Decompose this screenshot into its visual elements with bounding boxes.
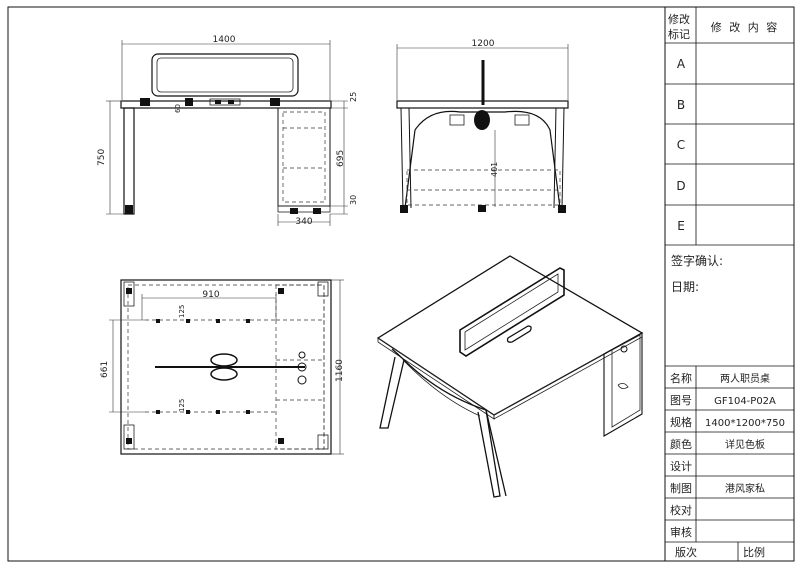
dim-front-foot: 30	[349, 195, 358, 205]
field-label-spec: 规格	[670, 415, 692, 429]
revision-content-header: 修 改 内 容	[711, 20, 780, 34]
isometric-view	[376, 255, 644, 498]
field-label-drawing-no: 图号	[670, 394, 692, 407]
dim-front-width: 1400	[213, 35, 236, 45]
revision-row-a: A	[677, 57, 686, 71]
dim-top-total: 1160	[335, 359, 345, 382]
field-label-check: 校对	[670, 503, 692, 517]
dim-top-width: 910	[202, 290, 219, 300]
field-label-review: 审核	[670, 525, 692, 539]
dim-side-width: 1200	[472, 39, 495, 49]
desk-top-plan	[120, 279, 332, 455]
screen-panel	[151, 53, 299, 97]
top-view: 910 125 125 661 1160	[100, 279, 345, 455]
dim-front-cabinet: 695	[336, 150, 346, 167]
dim-front-panel-gap: 60	[174, 104, 182, 113]
dim-front-top: 25	[349, 92, 358, 102]
field-value-drawing-no: GF104-P02A	[714, 396, 776, 407]
dim-front-height: 750	[97, 149, 107, 166]
field-value-drafter: 港风家私	[725, 482, 765, 495]
field-label-design: 设计	[670, 460, 692, 473]
revision-row-d: D	[676, 179, 685, 193]
revision-row-e: E	[677, 219, 685, 233]
date-label: 日期:	[671, 280, 699, 294]
desk-top-front	[120, 100, 332, 109]
dim-top-gap-2: 125	[178, 399, 186, 412]
revision-header-line2: 标记	[668, 27, 690, 41]
desk-top-side	[396, 100, 569, 109]
iso-screen	[459, 267, 565, 357]
side-view: 1200 401	[396, 39, 569, 213]
field-value-color: 详见色板	[725, 438, 765, 451]
left-leg	[123, 107, 135, 215]
revision-row-b: B	[677, 98, 685, 112]
version-label: 版次	[675, 545, 697, 559]
dim-top-gap-1: 125	[178, 305, 186, 318]
field-label-color: 颜色	[670, 437, 692, 451]
dim-top-depth: 661	[100, 361, 110, 378]
front-view: 1400 60 750 25 695	[97, 35, 358, 227]
signature-label: 签字确认:	[671, 253, 723, 268]
sheet-border	[7, 6, 795, 562]
field-value-spec: 1400*1200*750	[705, 418, 785, 429]
title-block: 修改 标记 修 改 内 容 A B C D E 签字确认: 日期: 名称 两人职…	[664, 7, 794, 561]
dim-side-inner: 401	[490, 162, 499, 177]
field-label-name: 名称	[670, 371, 692, 385]
dim-front-cabinet-width: 340	[295, 217, 312, 227]
field-value-name: 两人职员桌	[720, 372, 770, 385]
iso-desk-top	[376, 255, 644, 416]
scale-label: 比例	[743, 545, 765, 559]
revision-header-line1: 修改	[668, 12, 690, 26]
revision-row-c: C	[677, 138, 685, 152]
field-label-drafter: 制图	[670, 482, 692, 495]
